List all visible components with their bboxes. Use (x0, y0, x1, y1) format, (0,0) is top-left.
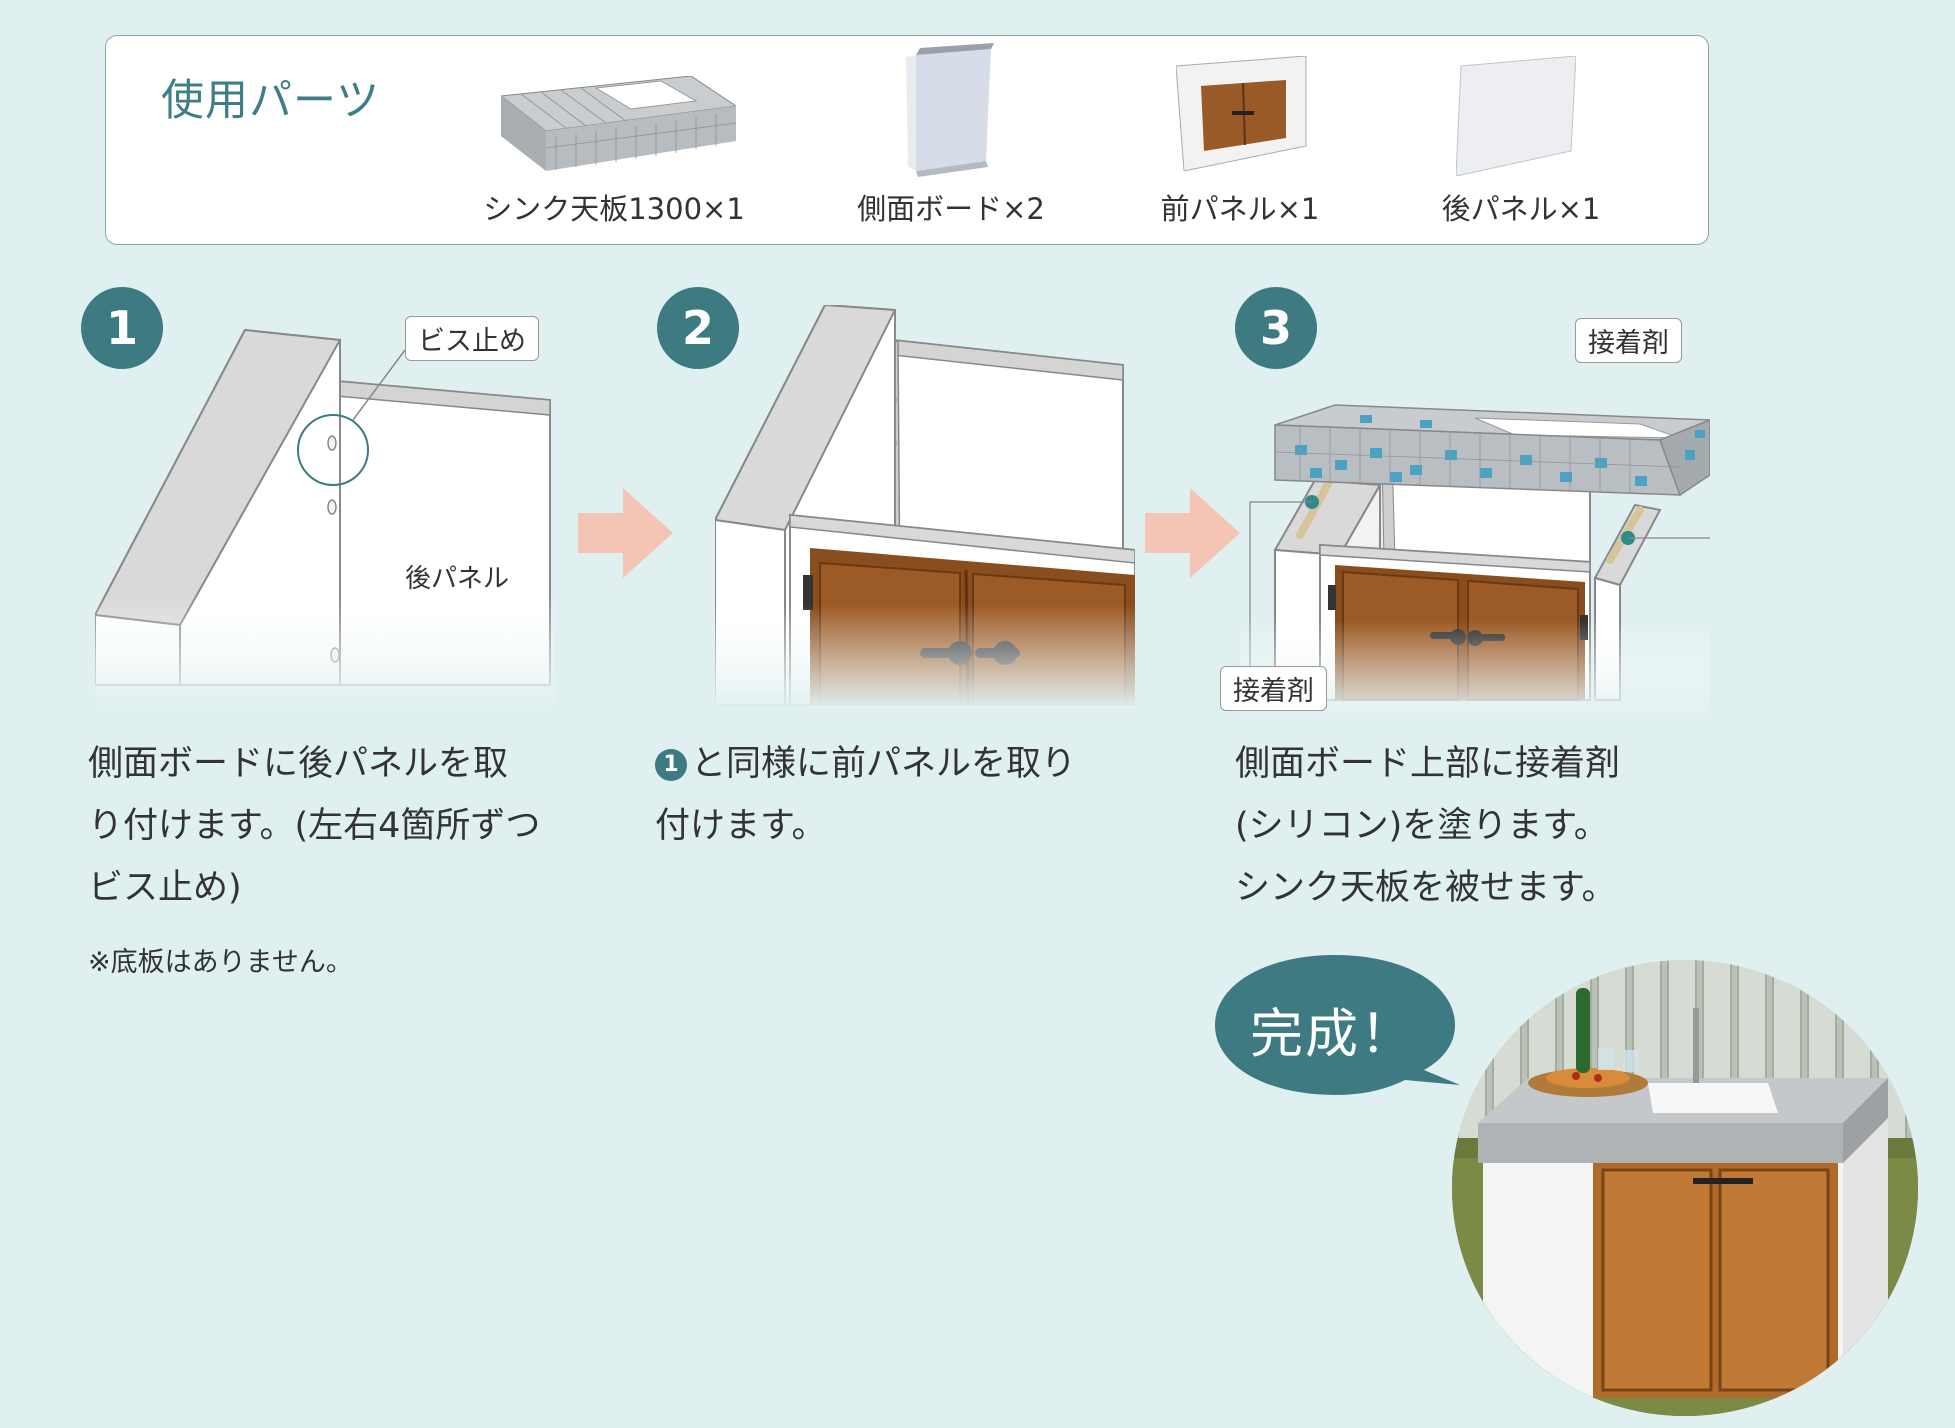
arrow-2-to-3 (1145, 488, 1240, 578)
part-label-front-panel: 前パネル×1 (1160, 192, 1320, 226)
step-3-illustration (1240, 404, 1710, 720)
step-2-number: 2 (657, 287, 739, 369)
step-3-line-3: シンク天板を被せます。 (1235, 868, 1617, 908)
step-1-illustration (95, 328, 555, 710)
step-2-line-2: 付けます。 (655, 806, 827, 846)
part-label-back-panel: 後パネル×1 (1441, 192, 1601, 226)
sink-top-image (501, 76, 736, 171)
finished-photo (1452, 960, 1918, 1416)
step-2-illustration (715, 305, 1135, 710)
complete-speech-bubble (1215, 955, 1460, 1095)
step-1-line-3: ビス止め) (88, 868, 242, 908)
complete-label: 完成！ (1250, 1004, 1415, 1065)
step-1-callout-screw: ビス止め (405, 316, 539, 361)
front-panel-image (1176, 56, 1307, 171)
step-1-line-1: 側面ボードに後パネルを取 (88, 744, 509, 784)
step-3-callout-adhesive-top: 接着剤 (1575, 318, 1682, 363)
parts-title: 使用パーツ (161, 76, 381, 126)
step-3-line-1: 側面ボード上部に接着剤 (1235, 744, 1621, 784)
step-1-description: 側面ボードに後パネルを取 り付けます。(左右4箇所ずつ ビス止め) (88, 733, 540, 919)
part-label-sink-top: シンク天板1300×1 (483, 192, 745, 226)
step-1-note: ※底板はありません。 (88, 947, 353, 978)
step-2-line-1-text: と同様に前パネルを取り (691, 744, 1077, 784)
side-board-image (906, 43, 994, 177)
step-1-number: 1 (81, 287, 163, 369)
parts-box: 使用パーツ シンク天板1300×1 (105, 35, 1709, 245)
step-3-line-2: (シリコン)を塗ります。 (1235, 806, 1609, 846)
step-1-line-2: り付けます。(左右4箇所ずつ (88, 806, 541, 846)
step-3-callout-adhesive-bottom: 接着剤 (1220, 666, 1327, 711)
step-3-description: 側面ボード上部に接着剤 (シリコン)を塗ります。 シンク天板を被せます。 (1235, 733, 1620, 919)
step-3-number: 3 (1235, 287, 1317, 369)
step-1-panel-label: 後パネル (405, 564, 510, 594)
part-label-side-board: 側面ボード×2 (857, 192, 1045, 226)
step-ref-number: 1 (655, 749, 687, 781)
arrow-1-to-2 (578, 488, 673, 578)
part-sink-top: シンク天板1300×1 側面ボード×2 前パネル×1 後パネル×1 (106, 36, 1706, 244)
back-panel-image (1456, 56, 1576, 176)
